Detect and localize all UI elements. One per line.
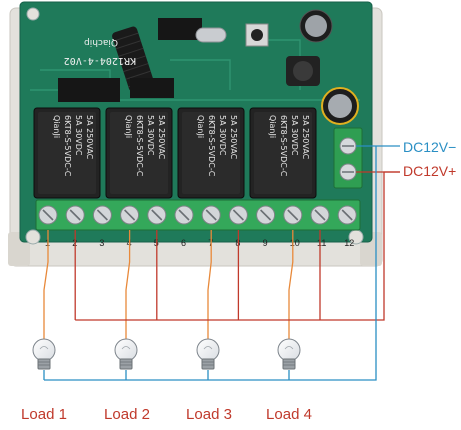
terminal-number: 12 [344,238,354,248]
terminal-number: 10 [290,238,300,248]
board-brand-text: Qiachip [84,37,118,47]
dc-negative-label: DC12V− [403,139,457,155]
screw-slot [260,209,272,221]
relay-label: 5A 30VDC [146,115,155,156]
load-1-label: Load 1 [21,406,67,423]
relay-face [254,112,312,194]
dc-positive-label: DC12V+ [403,163,457,179]
screw-slot [69,209,81,221]
relay-face [38,112,96,194]
load-3-label: Load 3 [186,406,232,423]
screw-slot [314,209,326,221]
bulb-glass [32,338,56,362]
load-feed-wire [207,230,212,340]
wires [43,145,400,381]
screw-slot [205,209,217,221]
relay-label: QianJi [196,115,205,138]
bulb-glass [114,338,138,362]
board-model-text: KR1204-4-V02 [64,55,136,66]
screw-slot [96,209,108,221]
load-feed-wire [288,230,294,340]
screw-slot [232,209,244,221]
load-4-label: Load 4 [266,406,312,423]
relay-label: 6KT8-S-5VDC-C [207,115,216,177]
bulb-filament [284,346,294,350]
load-bulbs [32,338,301,370]
load-feed-wire [43,230,49,340]
relay-label: 5A 30VDC [74,115,83,156]
terminal-number: 3 [99,238,104,248]
bulb-filament [39,346,49,350]
screw-slot [178,209,190,221]
driver-chip [130,78,174,98]
inductor-core [293,61,313,81]
terminal-number: 9 [263,238,268,248]
bulb-base [282,358,296,370]
relay-label: 6KT8-S-5VDC-C [135,115,144,177]
relay-label: 5A 30VDC [218,115,227,156]
mounting-hole [26,7,40,21]
capacitor-top [305,15,327,37]
load-feed-wire [125,230,131,340]
bulb-filament [203,346,213,350]
relay-label: 6KT8-S-5VDC-C [279,115,288,177]
screw-slot [124,209,136,221]
bulb-glass [196,338,220,362]
decoder-chip [158,18,202,40]
light-bulb-icon [196,338,220,370]
bulb-base [201,358,215,370]
crystal-oscillator [195,27,227,43]
terminal-screws [38,205,357,225]
relay-label: 5A 250VAC [301,115,310,160]
light-bulb-icon [114,338,138,370]
relay-label: 5A 250VAC [229,115,238,160]
negative-bus [44,146,377,381]
relay-label: 6KT8-S-5VDC-C [63,115,72,177]
learn-button-cap [251,29,263,41]
light-bulb-icon [32,338,56,370]
terminal-number: 6 [181,238,186,248]
relay-label: QianJi [52,115,61,138]
bulb-glass [277,338,301,362]
relay-label: QianJi [268,115,277,138]
screw-slot [341,209,353,221]
relay-face [110,112,168,194]
load-2-label: Load 2 [104,406,150,423]
microcontroller-chip [58,78,120,102]
bulb-base [119,358,133,370]
relay-label: 5A 250VAC [85,115,94,160]
screw-slot [42,209,54,221]
screw-slot [151,209,163,221]
bulb-filament [121,346,131,350]
relay-label: QianJi [124,115,133,138]
relay-label: 5A 250VAC [157,115,166,160]
bulb-base [37,358,51,370]
relay-label: 5A 30VDC [290,115,299,156]
antenna-coil [112,26,154,92]
light-bulb-icon [277,338,301,370]
capacitor-top [328,94,352,118]
output-terminal-strip [35,199,361,231]
terminal-number: 11 [317,238,326,248]
mounting-hole [25,229,41,245]
screw-slot [287,209,299,221]
relay-face [182,112,240,194]
